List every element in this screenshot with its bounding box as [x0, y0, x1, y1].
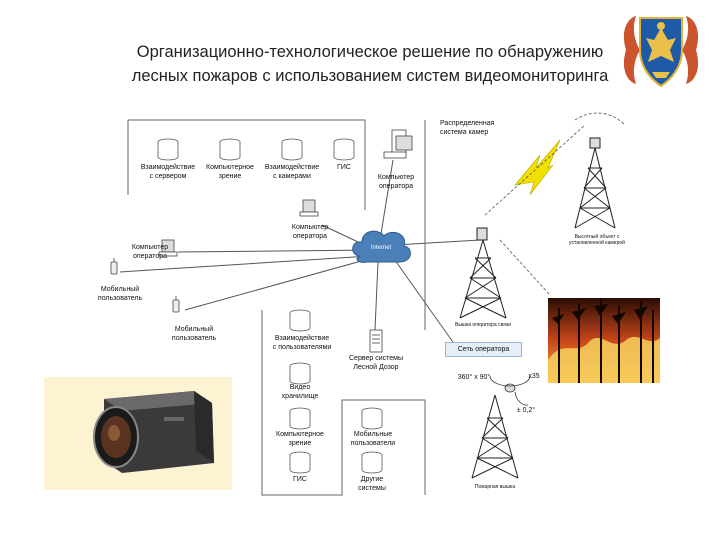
radio-links — [484, 112, 626, 296]
title-line-2: лесных пожаров с использованием систем в… — [131, 67, 609, 85]
tower-right-icon — [574, 137, 616, 229]
emblem-logo — [623, 16, 699, 88]
video-camera-photo — [44, 377, 232, 490]
computer-icon — [383, 129, 413, 159]
database-icon — [219, 138, 241, 161]
zoom-label: x35 — [528, 373, 540, 380]
server-icon — [369, 329, 383, 353]
phone-icon — [172, 296, 180, 313]
title-line-1: Организационно-технологическое решение п… — [136, 43, 604, 61]
link-operator-network — [391, 255, 456, 346]
database-icon — [289, 407, 311, 430]
fire-tower-label: Пожарная вышка — [474, 484, 516, 490]
db-icons-top — [157, 138, 355, 161]
link-operator-left — [177, 249, 376, 253]
precision-label: ± 0,2° — [516, 407, 536, 414]
link-tower-mid — [394, 239, 481, 246]
link-mobile-1 — [119, 255, 371, 273]
database-icon — [361, 407, 383, 430]
frame-top — [128, 119, 366, 210]
module-gis-top: ГИС — [337, 164, 351, 171]
page-title: Организационно-технологическое решение п… — [100, 40, 640, 88]
fire-tower-icon — [471, 394, 519, 479]
computer-icon — [299, 199, 319, 217]
link-operator-top — [379, 159, 394, 241]
link-mobile-2 — [184, 257, 373, 311]
module-gis-bottom: ГИС — [293, 476, 307, 483]
computer-icon — [158, 239, 178, 257]
rotation-label: 360° x 90° — [457, 374, 491, 381]
frame-bottom — [261, 310, 426, 496]
internet-cloud-icon — [352, 230, 411, 263]
phone-icon — [110, 258, 118, 275]
database-icon — [281, 138, 303, 161]
database-icon — [289, 309, 311, 332]
forest-fire-photo — [548, 298, 660, 383]
operator-network-box: Сеть оператора — [445, 342, 522, 357]
link-server — [374, 261, 379, 331]
tower-mid-icon — [459, 227, 507, 319]
database-icon — [157, 138, 179, 161]
database-icon — [289, 451, 311, 474]
db-icons-bottom — [289, 309, 383, 474]
tower-mid-label: Вышка оператора связи — [455, 322, 511, 328]
database-icon — [289, 362, 311, 385]
database-icon — [333, 138, 355, 161]
internet-label: Internet — [370, 245, 392, 251]
database-icon — [361, 451, 383, 474]
rotating-camera-icon — [489, 375, 531, 406]
